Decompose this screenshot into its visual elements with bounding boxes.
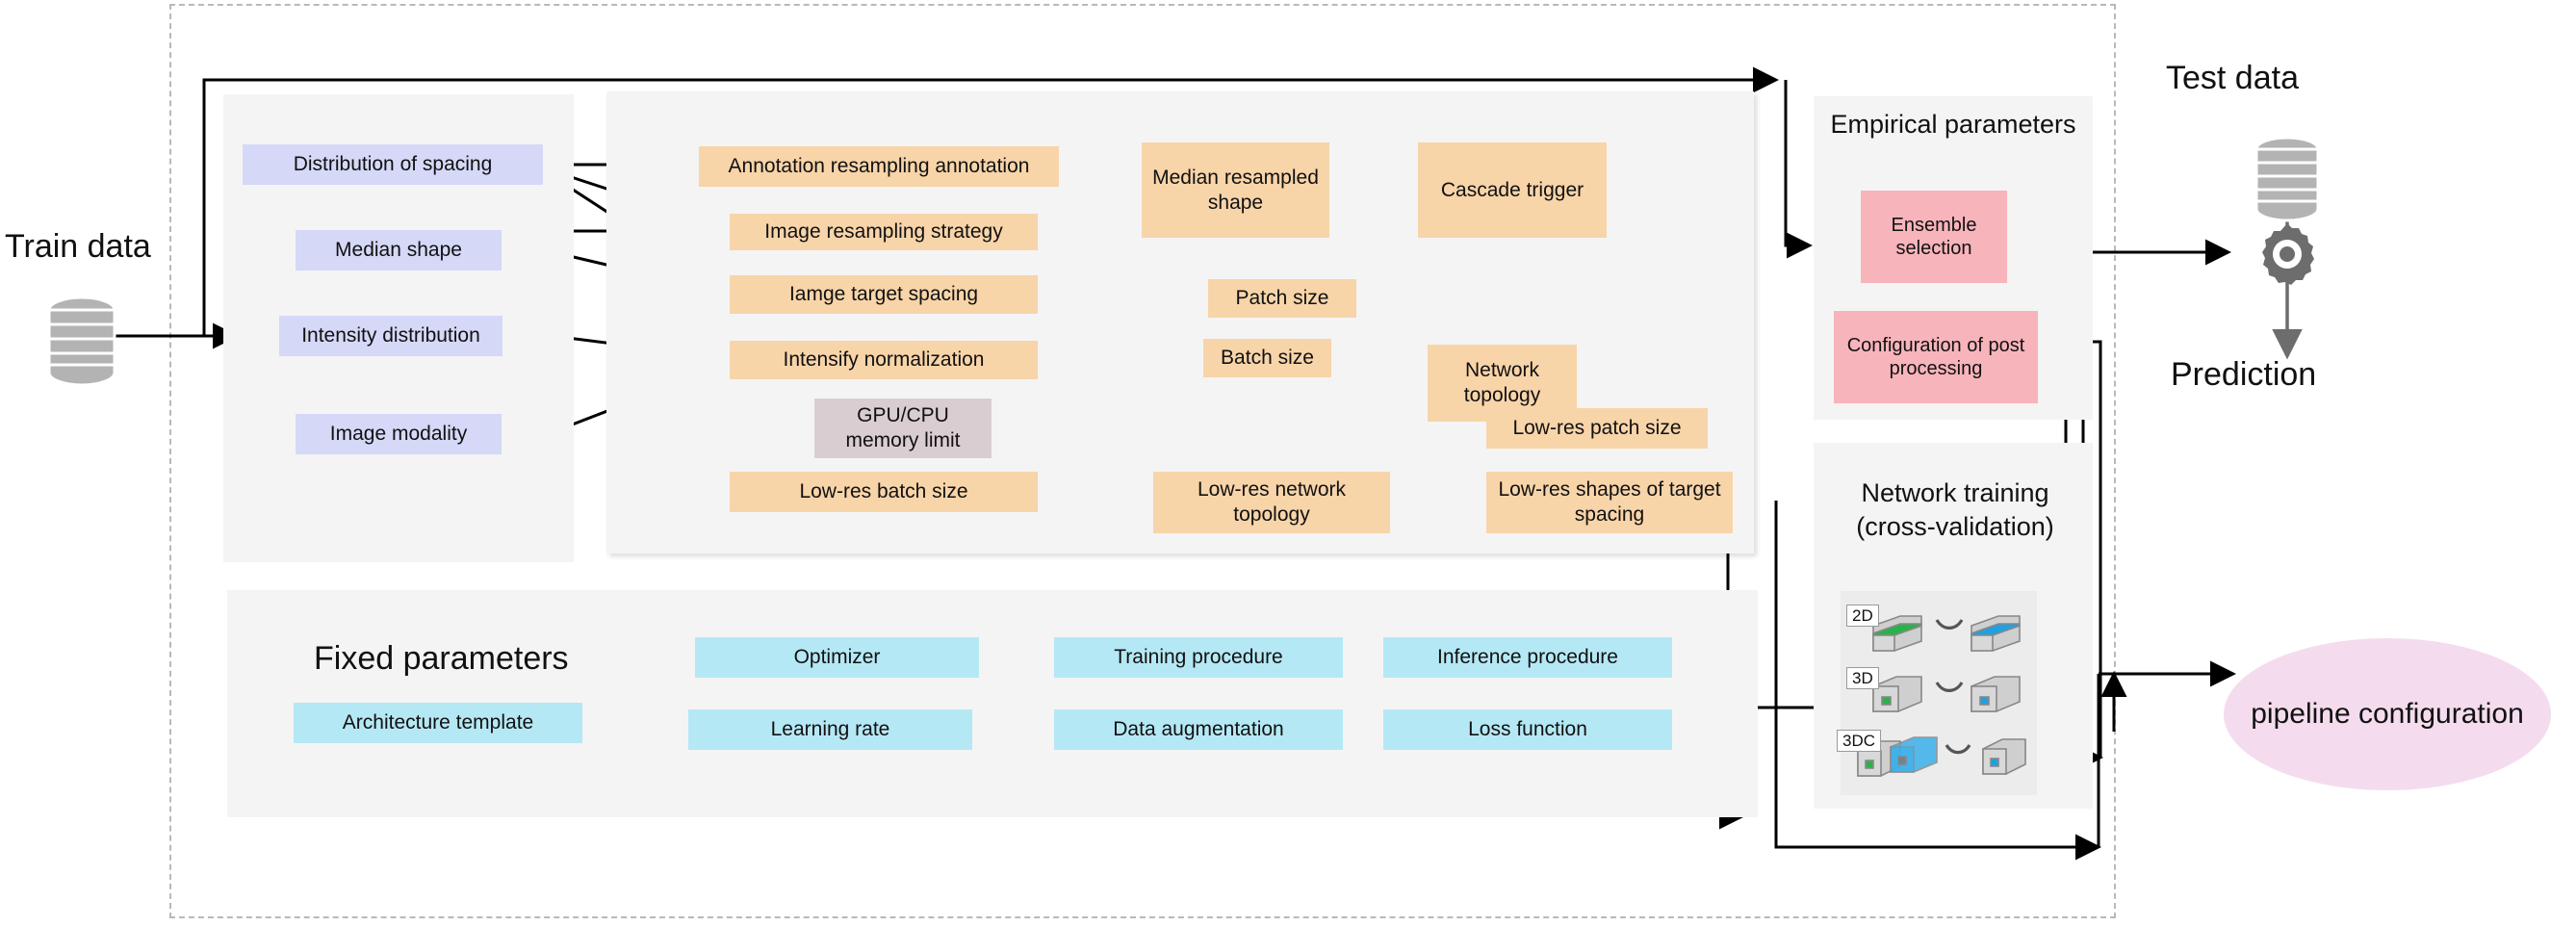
test-data-label: Test data <box>2166 60 2299 96</box>
fixed-item-training-procedure[interactable]: Training procedure <box>1054 637 1343 678</box>
fixed-parameters-heading: Fixed parameters <box>314 640 569 677</box>
empirical-parameters-heading: Empirical parameters <box>1814 108 2093 142</box>
fingerprint-item-image-modality[interactable]: Image modality <box>296 414 502 454</box>
variant-tag-3d-text: 3D <box>1852 669 1873 687</box>
rule-item-cascade-trigger[interactable]: Cascade trigger <box>1418 142 1607 238</box>
variant-tag-2d: 2D <box>1846 605 1879 628</box>
fingerprint-item-intensity-distribution[interactable]: Intensity distribution <box>279 316 502 356</box>
box-label: Median shape <box>335 239 462 262</box>
fixed-item-loss-function[interactable]: Loss function <box>1383 709 1672 750</box>
box-label: Cascade trigger <box>1440 178 1584 201</box>
rule-item-low-res-network-topology[interactable]: Low-res network topology <box>1153 472 1390 533</box>
network-training-heading-text: Network training (cross-validation) <box>1856 478 2054 541</box>
fingerprint-item-median-shape[interactable]: Median shape <box>296 230 502 270</box>
rule-item-gpu-cpu-memory-limit[interactable]: GPU/CPU memory limit <box>814 399 992 458</box>
variant-3d-icon <box>1872 676 2021 712</box>
rule-item-low-res-shapes-of-target-spacing[interactable]: Low-res shapes of target spacing <box>1486 472 1733 533</box>
box-label: Architecture template <box>342 711 534 734</box>
variant-2d-icon <box>1872 615 2021 652</box>
box-label: Iamge target spacing <box>788 283 979 306</box>
box-label: Low-res batch size <box>799 480 968 503</box>
inference-gear-icon <box>2262 223 2314 285</box>
box-label: Low-res patch size <box>1512 417 1682 440</box>
box-label: Inference procedure <box>1437 646 1618 669</box>
box-label: Intensify normalization <box>783 348 985 372</box>
rule-item-annotation-resampling-annotation[interactable]: Annotation resampling annotation <box>699 146 1059 187</box>
box-label: Image resampling strategy <box>764 220 1003 244</box>
box-label: Median resampled shape <box>1152 166 1319 214</box>
box-label: Configuration of post processing <box>1846 334 2025 379</box>
rule-item-low-res-patch-size-box[interactable]: Low-res patch size <box>1486 408 1708 449</box>
box-label: Low-res shapes of target spacing <box>1498 478 1721 526</box>
fixed-item-optimizer[interactable]: Optimizer <box>695 637 979 678</box>
box-label: Annotation resampling annotation <box>728 155 1030 178</box>
empirical-item-configuration-of-post-processing[interactable]: Configuration of post processing <box>1834 311 2038 403</box>
box-label: Batch size <box>1221 347 1314 370</box>
fixed-item-learning-rate[interactable]: Learning rate <box>688 709 972 750</box>
pipeline-configuration-label: pipeline configuration <box>2251 698 2524 731</box>
box-label: Low-res network topology <box>1197 478 1347 526</box>
box-label: Ensemble selection <box>1891 214 1977 259</box>
box-label: Intensity distribution <box>301 324 480 348</box>
fingerprint-item-distribution-of-spacing[interactable]: Distribution of spacing <box>243 144 543 185</box>
variant-tag-3dc: 3DC <box>1837 730 1882 753</box>
network-training-heading: Network training (cross-validation) <box>1825 476 2085 543</box>
empirical-heading-text: Empirical parameters <box>1830 110 2076 139</box>
train-data-database-icon <box>47 296 116 387</box>
train-data-label: Train data <box>5 228 151 265</box>
box-label: Distribution of spacing <box>293 153 493 176</box>
box-label: Learning rate <box>770 718 890 741</box>
rule-item-iamge-target-spacing[interactable]: Iamge target spacing <box>730 275 1038 314</box>
box-label: Loss function <box>1468 718 1587 741</box>
fixed-item-inference-procedure[interactable]: Inference procedure <box>1383 637 1672 678</box>
prediction-label: Prediction <box>2171 356 2317 393</box>
box-label: Training procedure <box>1114 646 1283 669</box>
pipeline-configuration-node[interactable]: pipeline configuration <box>2224 638 2551 790</box>
box-label: Network topology <box>1463 359 1541 406</box>
box-label: Data augmentation <box>1113 718 1284 741</box>
rule-item-intensify-normalization[interactable]: Intensify normalization <box>730 341 1038 379</box>
rule-item-image-resampling-strategy[interactable]: Image resampling strategy <box>730 214 1038 250</box>
variant-tag-3d: 3D <box>1846 667 1879 690</box>
fixed-item-data-augmentation[interactable]: Data augmentation <box>1054 709 1343 750</box>
variant-tag-3dc-text: 3DC <box>1842 732 1876 750</box>
box-label: Optimizer <box>793 646 881 669</box>
pipeline-boundary-frame <box>169 4 2116 918</box>
rule-item-low-res-batch-size[interactable]: Low-res batch size <box>730 472 1038 512</box>
test-data-database-icon <box>2254 136 2320 222</box>
variant-tag-2d-text: 2D <box>1852 606 1873 625</box>
box-label: Patch size <box>1235 287 1329 310</box>
box-label: Image modality <box>329 423 468 446</box>
fixed-item-architecture-template[interactable]: Architecture template <box>294 703 582 743</box>
rule-item-batch-size[interactable]: Batch size <box>1203 339 1331 377</box>
rule-item-median-resampled-shape[interactable]: Median resampled shape <box>1142 142 1329 238</box>
box-label: GPU/CPU memory limit <box>845 404 961 451</box>
empirical-item-ensemble-selection[interactable]: Ensemble selection <box>1861 191 2007 283</box>
rule-item-patch-size[interactable]: Patch size <box>1208 279 1356 318</box>
